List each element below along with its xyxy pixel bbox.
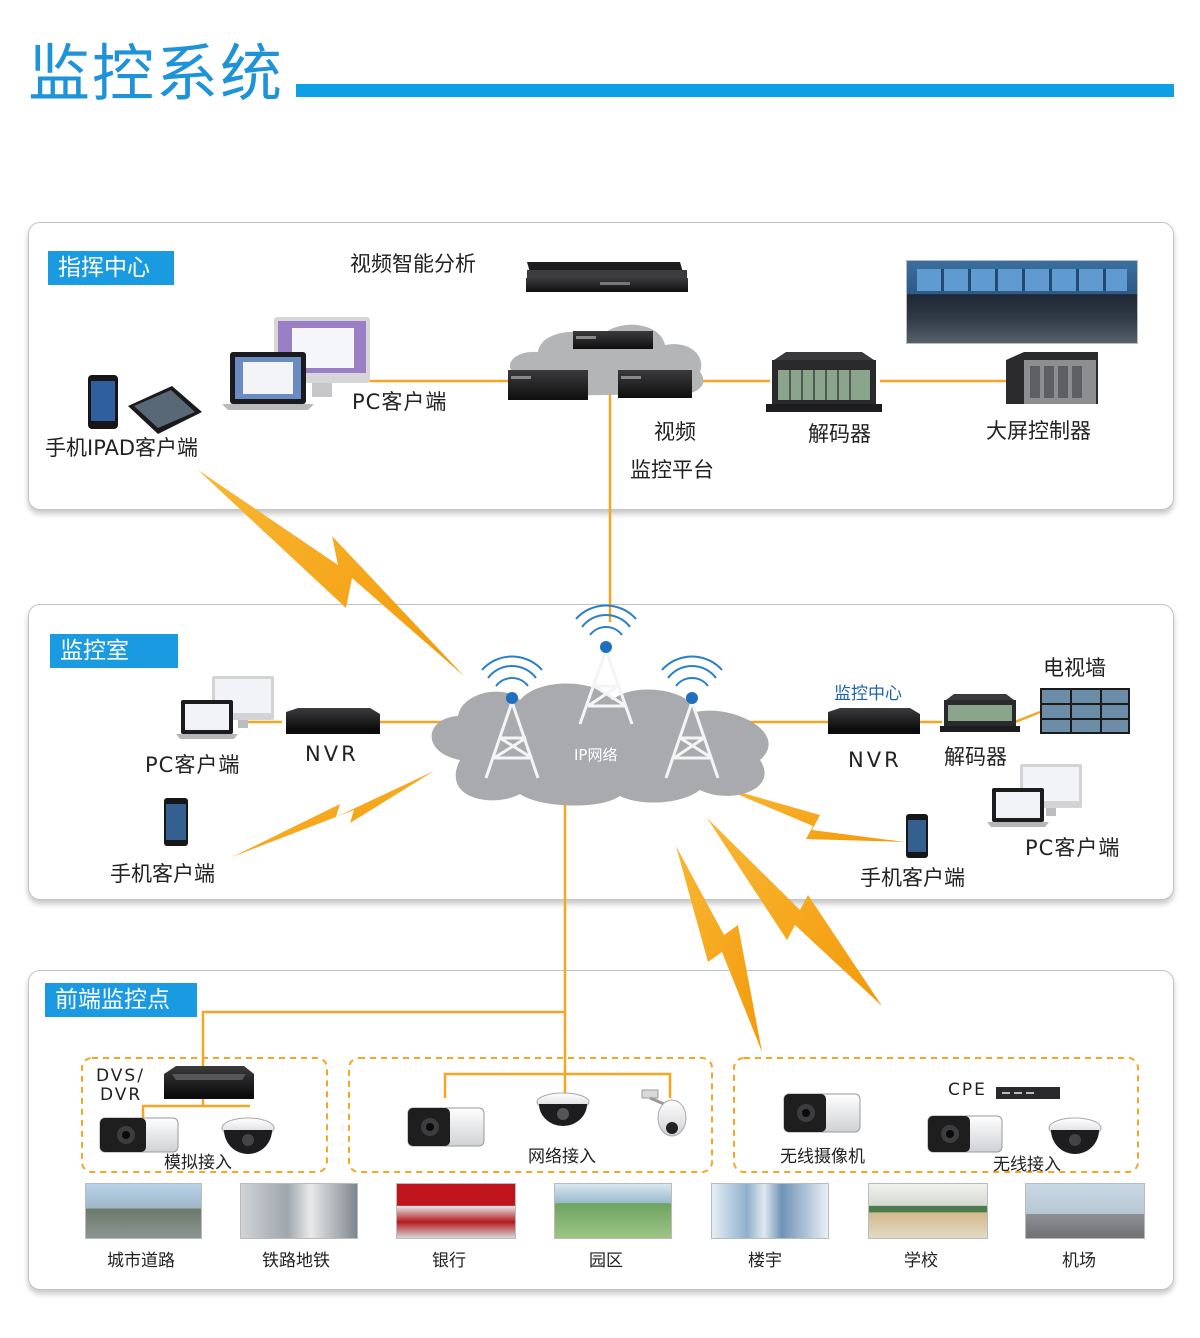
laptop-icon	[222, 352, 314, 410]
label-decoder: 解码器	[808, 422, 871, 446]
scene-school-photo	[868, 1183, 988, 1239]
label-wireless-camera: 无线摄像机	[780, 1147, 865, 1167]
panel-monitor-room	[28, 604, 1174, 900]
label-nvr-left: NVR	[305, 742, 359, 766]
label-nvr-right: NVR	[848, 748, 902, 772]
line-decoder-to-tvwall	[1014, 710, 1041, 724]
tv-wall-icon	[1040, 688, 1130, 734]
dome-camera-icon-1	[221, 1117, 275, 1154]
scene-label-school: 学校	[904, 1251, 938, 1271]
label-tv-wall: 电视墙	[1043, 656, 1106, 680]
line-dvr-branch	[141, 1098, 205, 1120]
label-mobile-ipad-client: 手机IPAD客户端	[45, 436, 199, 460]
decoder-right-icon	[940, 694, 1020, 732]
label-wireless-access: 无线接入	[993, 1155, 1061, 1175]
scene-city-road-photo	[85, 1183, 202, 1239]
phone-icon	[88, 375, 118, 429]
bolt-front-1	[676, 846, 762, 1052]
cpe-device-icon	[996, 1087, 1060, 1099]
scene-airport-photo	[1025, 1183, 1145, 1239]
control-room-photo	[906, 260, 1138, 344]
scene-label-airport: 机场	[1062, 1251, 1096, 1271]
label-mobile-client-left: 手机客户端	[110, 862, 215, 886]
radio-tower-right-icon	[664, 701, 720, 779]
label-analog-access: 模拟接入	[164, 1153, 232, 1173]
title-underline	[296, 84, 1174, 97]
group-network-box	[348, 1057, 713, 1173]
scene-label-bank: 银行	[432, 1251, 466, 1271]
ptz-camera-icon	[641, 1089, 687, 1137]
dvr-icon	[164, 1066, 254, 1099]
nvr-right-icon	[828, 708, 920, 734]
bullet-camera-icon-3	[927, 1115, 1003, 1153]
group-analog-box	[81, 1057, 328, 1173]
section-label-command-center: 指挥中心	[48, 251, 174, 285]
group-wireless-box	[733, 1057, 1139, 1173]
phone-left-icon	[164, 798, 188, 846]
label-video-analysis: 视频智能分析	[350, 252, 476, 276]
line-frontend-bus	[201, 1010, 565, 1068]
pc-right-icon	[987, 764, 1082, 827]
label-ip-network: IP网络	[574, 746, 618, 764]
big-screen-controller-icon	[1006, 352, 1098, 404]
section-label-front-end: 前端监控点	[45, 983, 197, 1017]
label-pc-client-left: PC客户端	[145, 753, 241, 777]
label-dvr: DVR	[100, 1085, 143, 1105]
signal-waves-icon	[481, 604, 723, 704]
label-cpe: CPE	[948, 1080, 987, 1100]
front-group-boxes	[81, 1057, 1139, 1173]
tablet-icon	[128, 386, 202, 434]
radio-tower-center-icon	[578, 649, 634, 725]
label-platform-line2: 监控平台	[630, 458, 714, 482]
section-label-monitor-room: 监控室	[50, 634, 178, 668]
video-analysis-server-icon	[526, 262, 688, 292]
scene-label-park: 园区	[589, 1251, 623, 1271]
dome-camera-icon-3	[1048, 1117, 1102, 1154]
scene-railway-metro-photo	[240, 1183, 358, 1239]
bullet-camera-icon-2	[407, 1107, 485, 1147]
label-network-access: 网络接入	[528, 1147, 596, 1167]
scene-label-city-road: 城市道路	[107, 1251, 175, 1271]
connection-lines	[141, 379, 1041, 1120]
nvr-left-icon	[286, 708, 380, 734]
lightning-bolts	[198, 470, 905, 1052]
label-mobile-client-right: 手机客户端	[860, 866, 965, 890]
page-title: 监控系统	[28, 37, 285, 110]
radio-tower-left-icon	[484, 701, 540, 779]
bolt-monitor-left	[232, 771, 434, 857]
label-big-screen-controller: 大屏控制器	[986, 419, 1091, 443]
platform-servers-icon	[508, 331, 692, 400]
bolt-front-2	[707, 818, 882, 1006]
scene-bank-photo	[396, 1183, 516, 1239]
phone-right-icon	[906, 814, 928, 858]
label-pc-client-right: PC客户端	[1025, 836, 1121, 860]
wireless-camera-icon	[783, 1093, 861, 1133]
label-platform-line1: 视频	[654, 420, 696, 444]
decoder-icon	[766, 352, 882, 412]
scene-park-photo	[554, 1183, 672, 1239]
line-network-branch	[443, 1072, 672, 1098]
scene-label-railway-metro: 铁路地铁	[262, 1251, 330, 1271]
scene-building-photo	[711, 1183, 829, 1239]
label-pc-client: PC客户端	[352, 390, 448, 414]
bolt-command-to-network	[198, 470, 464, 676]
dome-camera-icon-2	[536, 1092, 590, 1126]
label-monitor-center: 监控中心	[834, 684, 902, 704]
pc-left-icon	[176, 676, 274, 739]
bullet-camera-icon-1	[99, 1117, 179, 1153]
bolt-monitor-right	[718, 786, 905, 842]
scene-label-building: 楼宇	[748, 1251, 782, 1271]
label-decoder-right: 解码器	[944, 745, 1007, 769]
label-dvs: DVS/	[96, 1066, 145, 1086]
